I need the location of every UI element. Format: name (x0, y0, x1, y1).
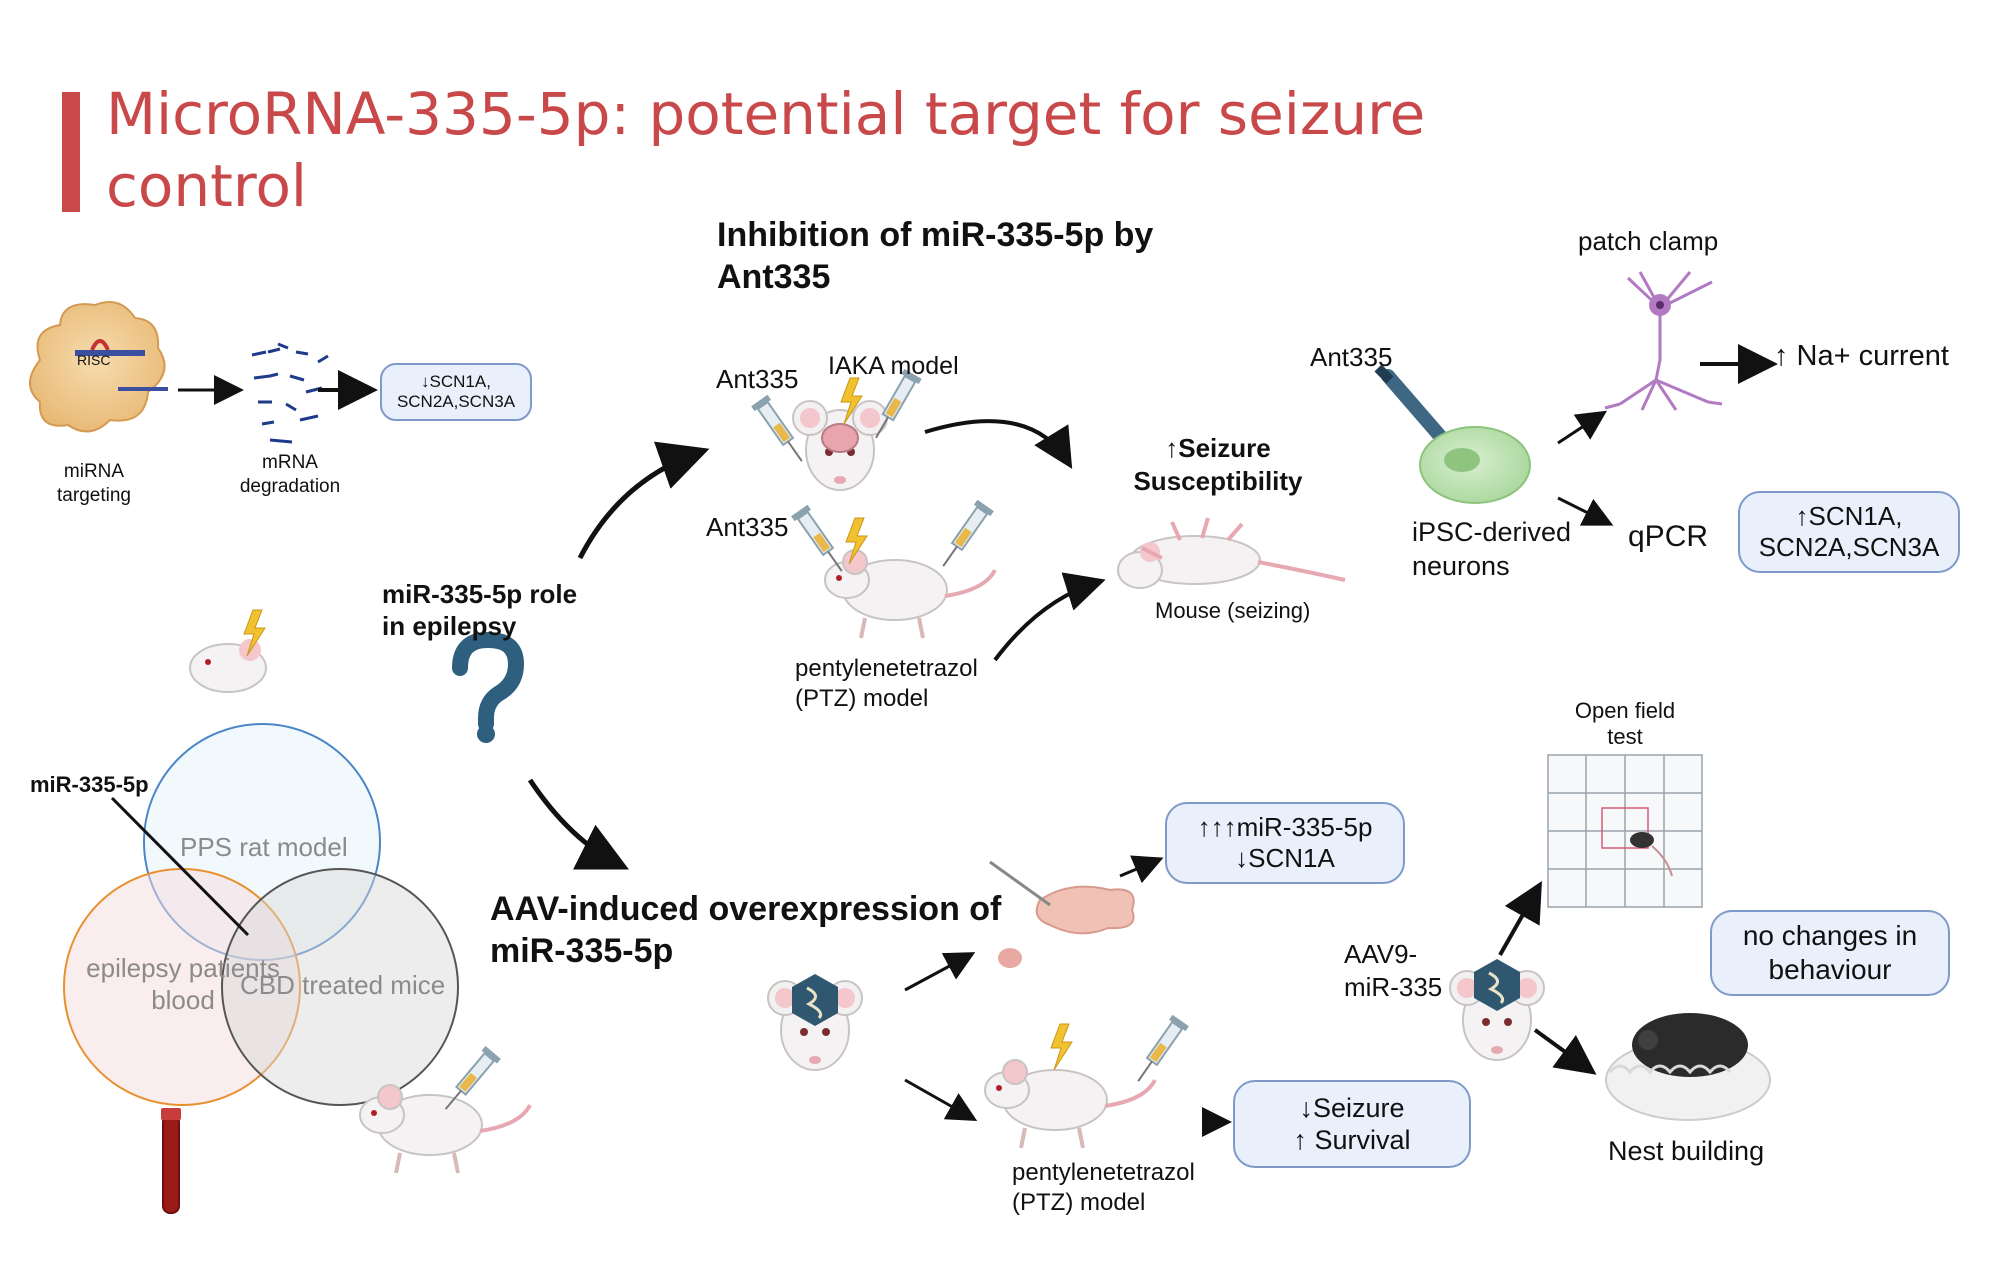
qpcr-label: qPCR (1628, 520, 1709, 553)
mrna-degradation-label: mRNA degradation (239, 452, 341, 497)
inhibition-heading: Inhibition of miR-335-5p by Ant335 (717, 216, 1154, 296)
mouse-seizing-label: Mouse (seizing) (1155, 598, 1311, 623)
aav9-mouse-icon (1449, 957, 1545, 1061)
open-field-grid (1547, 754, 1703, 908)
ant335-label-iaka: Ant335 (716, 364, 799, 394)
arrow-ptz-to-susceptibility (993, 572, 1106, 662)
page-title-line-1: MicroRNA-335-5p: potential target for se… (106, 80, 1426, 148)
brain-tissue-icon (989, 860, 1135, 968)
mirna-targeting-label: miRNA targeting (57, 461, 131, 506)
ant335-label-ptz: Ant335 (706, 512, 789, 542)
question-mark-icon (452, 631, 525, 743)
venn-label-epilepsy-patients-blood: epilepsy patients blood (86, 953, 280, 1015)
lightning-icon (1050, 1023, 1073, 1071)
syringe-icon (1129, 1013, 1190, 1088)
ptz-mouse-icon (823, 548, 997, 640)
arrow-aav-mouse-to-ptz (904, 1078, 978, 1121)
venn-label-cbd-treated-mice: CBD treated mice (240, 970, 446, 1000)
seizing-mouse-icon (1117, 517, 1346, 589)
iaka-model-label: IAKA model (828, 352, 959, 380)
ant335-label-ipsc: Ant335 (1310, 342, 1393, 372)
seizure-survival-box: ↓Seizure ↑ Survival (1233, 1080, 1471, 1168)
seizure-susceptibility-label: ↑Seizure Susceptibility (1133, 433, 1303, 496)
arrow-iaka-to-susceptibility (924, 419, 1073, 469)
page-title-line-2: control (106, 152, 308, 220)
no-changes-box: no changes in behaviour (1710, 910, 1950, 996)
open-field-label: Open field test (1574, 698, 1676, 749)
nest-icon (1605, 1013, 1771, 1121)
arrow-cell-to-patch-clamp (1557, 410, 1608, 445)
ptz-model-label-2: pentylenetetrazol (PTZ) model (1012, 1159, 1195, 1216)
syringe-icon (934, 498, 995, 573)
tissue-result-box: ↑↑↑miR-335-5p ↓SCN1A (1165, 802, 1405, 884)
aav9-label: AAV9- miR-335 (1344, 939, 1443, 1002)
venn-label-pps-rat-model: PPS rat model (180, 832, 348, 862)
ipsc-neuron-cell-icon (1419, 426, 1531, 504)
ptz-model-label: pentylenetetrazol (PTZ) model (795, 655, 978, 712)
qpcr-result-box: ↑SCN1A, SCN2A,SCN3A (1738, 491, 1960, 573)
ipsc-neurons-label: iPSC-derived neurons (1412, 517, 1572, 581)
na-current-label: ↑ Na+ current (1774, 340, 1949, 372)
arrow-role-to-inhibition (577, 441, 710, 560)
mrna-fragments-icon (251, 342, 329, 444)
neuron-icon (1604, 271, 1723, 411)
arrow-cell-to-qpcr (1557, 496, 1614, 526)
ptz-mouse-icon-2 (983, 1058, 1157, 1150)
overexpression-heading: AAV-induced overexpression of miR-335-5p (490, 890, 1002, 970)
mir-role-label: miR-335-5p role in epilepsy (382, 579, 578, 641)
nest-building-label: Nest building (1608, 1136, 1765, 1166)
rat-icon (189, 639, 267, 693)
arrow-aav-mouse-to-tissue (904, 952, 976, 992)
blood-tube-icon (161, 1108, 181, 1214)
arrow-tissue-to-box (1119, 855, 1164, 884)
arrow-role-to-overexpression (527, 778, 629, 870)
page-title: MicroRNA-335-5p: potential target for se… (106, 78, 1425, 222)
open-field-mouse-icon (1630, 832, 1673, 877)
arrow-aav9-to-open-field (1498, 881, 1542, 956)
venn-marker-label: miR-335-5p (30, 772, 149, 797)
title-accent-bar (62, 92, 80, 212)
aav-mouse-icon (767, 972, 863, 1071)
open-field-center-zone (1601, 807, 1649, 849)
patch-clamp-label: patch clamp (1578, 226, 1719, 256)
mechanism-result-box: ↓SCN1A, SCN2A,SCN3A (380, 363, 532, 421)
arrow-aav9-to-nest (1533, 1028, 1597, 1075)
venn-circle-cbd-treated-mice (221, 868, 459, 1106)
risc-complex-icon (29, 301, 168, 433)
risc-label: RISC (77, 352, 111, 368)
iaka-mouse-icon (792, 400, 888, 491)
cbd-mouse-icon (358, 1083, 532, 1175)
venn-pointer-line (110, 796, 250, 937)
